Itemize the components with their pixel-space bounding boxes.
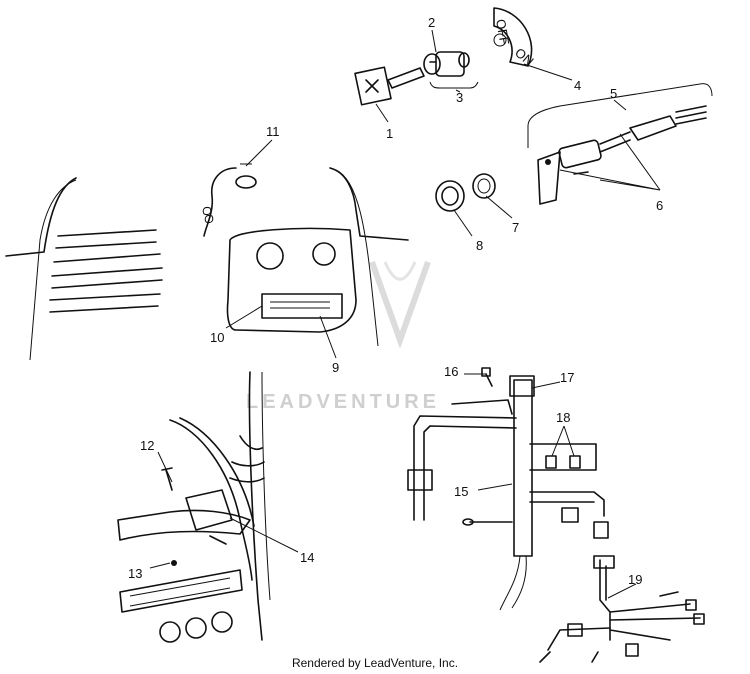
callout-2: 2 [428,15,435,30]
callout-14: 14 [300,550,314,565]
callout-7: 7 [512,220,519,235]
switch-plate: OFF ON [493,7,537,69]
leader-lines [149,29,661,599]
watermark: LEADVENTURE [246,260,440,413]
secondary-harness [539,555,705,663]
callout-1: 1 [386,126,393,141]
callout-5: 5 [610,86,617,101]
key-assembly [354,66,425,106]
callout-18: 18 [556,410,570,425]
tether-cord-11 [202,167,257,237]
footer-credit: Rendered by LeadVenture, Inc. [291,656,459,670]
callout-10: 10 [210,330,224,345]
callout-12: 12 [140,438,154,453]
screw-12 [161,467,173,491]
callout-3: 3 [456,90,463,105]
lock-nut-8 [435,180,465,212]
callout-19: 19 [628,572,642,587]
nut-13 [171,560,177,566]
plate-on-label: ON [512,45,537,69]
callout-4: 4 [574,78,581,93]
callout-16: 16 [444,364,458,379]
callout-9: 9 [332,360,339,375]
callout-11: 11 [266,124,280,139]
callout-8: 8 [476,238,483,253]
callout-6: 6 [656,198,663,213]
callouts: 1 2 3 4 5 6 7 8 9 10 11 12 13 14 15 16 1… [128,15,663,587]
choke-assembly [527,83,713,205]
main-harness [407,367,609,611]
bracket-3 [429,81,479,89]
frame-assembly [117,371,271,643]
dash-panel [226,227,357,333]
callout-17: 17 [560,370,574,385]
plate-off-label: OFF [493,18,512,46]
hood-outline [5,163,409,361]
washer-7 [472,173,496,199]
ignition-switch [423,51,470,77]
callout-15: 15 [454,484,468,499]
watermark-text: LEADVENTURE [246,391,440,413]
callout-13: 13 [128,566,142,581]
